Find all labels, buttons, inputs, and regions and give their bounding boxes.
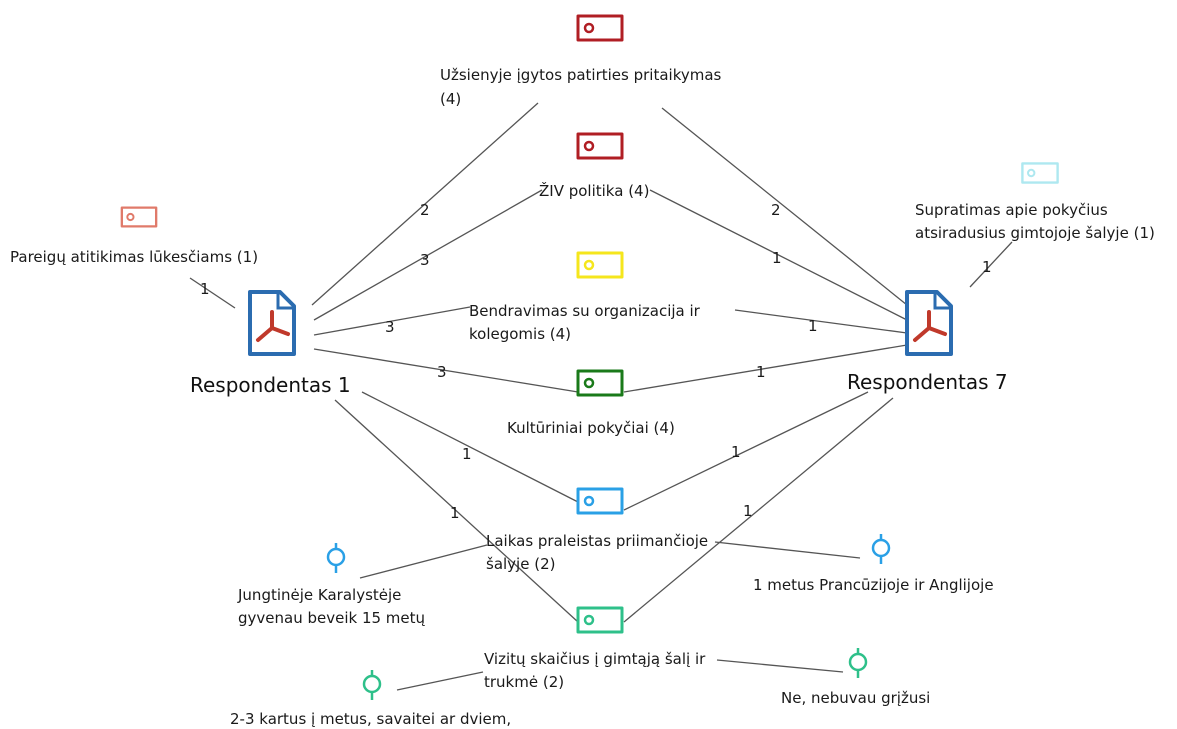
document-resp7[interactable]: Respondentas 7 (847, 290, 1008, 394)
code-label-vizitu[interactable]: Vizitų skaičius į gimtąją šalį ir (484, 650, 706, 668)
weight-resp1-ziv: 3 (420, 251, 430, 269)
edge-resp1-ziv (313, 189, 543, 321)
code-tag-icon[interactable] (576, 487, 624, 515)
case-pin-icon (848, 648, 868, 678)
edge-resp7-kulturiniai (623, 344, 908, 393)
edge-vizitu-kartus (396, 671, 484, 691)
code-label-supratimas-2: atsiradusius gimtojoje šalyje (1) (915, 224, 1155, 242)
edge-resp1-kulturiniai (313, 348, 579, 393)
code-tag-icon[interactable] (576, 132, 624, 160)
code-tag-icon[interactable] (1021, 162, 1059, 184)
code-label-uzsienyje[interactable]: Užsienyje įgytos patirties pritaikymas (440, 66, 722, 84)
code-label-bendravimas-2: kolegomis (4) (469, 325, 571, 343)
code-label-laikas-2: šalyje (2) (486, 555, 555, 573)
case-metus[interactable]: 1 metus Prancūzijoje ir Anglijoje (753, 534, 994, 594)
code-tag-icon[interactable] (576, 251, 624, 279)
document-label-resp7: Respondentas 7 (847, 370, 1008, 394)
code-label-ziv[interactable]: ŽIV politika (4) (539, 181, 649, 200)
edge-resp7-uzsienyje (661, 107, 908, 306)
code-tag-icon[interactable] (576, 369, 624, 397)
edge-resp7-vizitu (623, 397, 894, 623)
edge-laikas-metus (714, 541, 861, 559)
code-label-bendravimas[interactable]: Bendravimas su organizacija ir (469, 302, 701, 320)
edge-resp7-ziv (649, 189, 908, 321)
weight-resp7-bendravimas: 1 (808, 317, 818, 335)
case-pin-icon (871, 534, 891, 564)
pdf-document-icon (905, 290, 953, 356)
code-label-vizitu-2: trukmė (2) (484, 673, 564, 691)
edge-resp1-pareigu (189, 277, 236, 309)
weight-resp7-uzsienyje: 2 (771, 201, 781, 219)
case-jungtineje[interactable]: Jungtinėje Karalystėje gyvenau beveik 15… (237, 543, 426, 627)
case-label-ne: Ne, nebuvau grįžusi (781, 689, 930, 707)
weight-resp1-bendravimas: 3 (385, 318, 395, 336)
case-kartus[interactable]: 2-3 kartus į metus, savaitei ar dviem, (230, 670, 511, 728)
weight-resp7-laikas: 1 (731, 443, 741, 461)
case-label-metus: 1 metus Prancūzijoje ir Anglijoje (753, 576, 994, 594)
case-label-kartus: 2-3 kartus į metus, savaitei ar dviem, (230, 710, 511, 728)
edge-resp7-supratimas (969, 241, 1013, 288)
code-label-kulturiniai[interactable]: Kultūriniai pokyčiai (4) (507, 419, 675, 437)
case-pin-icon (326, 543, 346, 573)
edge-resp1-bendravimas (313, 306, 471, 336)
weight-resp7-supratimas: 1 (982, 258, 992, 276)
code-tag-icon[interactable] (120, 206, 158, 228)
code-label-pareigu[interactable]: Pareigų atitikimas lūkesčiams (1) (10, 248, 258, 266)
pdf-document-icon (248, 290, 296, 356)
case-ne[interactable]: Ne, nebuvau grįžusi (781, 648, 930, 707)
weight-resp7-kulturiniai: 1 (756, 363, 766, 381)
code-label-uzsienyje-count: (4) (440, 90, 461, 108)
code-label-laikas[interactable]: Laikas praleistas priimančioje (486, 532, 708, 550)
weight-resp1-laikas: 1 (462, 445, 472, 463)
document-resp1[interactable]: Respondentas 1 (190, 290, 351, 397)
edge-weights: 2 2 3 1 3 1 3 1 1 1 1 1 1 1 (200, 201, 992, 522)
code-label-supratimas[interactable]: Supratimas apie pokyčius (915, 201, 1108, 219)
weight-resp1-uzsienyje: 2 (420, 201, 430, 219)
case-label-jungtineje-2: gyvenau beveik 15 metų (238, 609, 426, 627)
edge-resp7-laikas (623, 391, 869, 511)
weight-resp7-vizitu: 1 (743, 502, 753, 520)
edge-resp1-uzsienyje (311, 102, 539, 306)
weight-resp1-vizitu: 1 (450, 504, 460, 522)
edge-vizitu-ne (716, 659, 844, 673)
edges (189, 102, 1013, 691)
edge-resp7-bendravimas (734, 309, 908, 334)
weight-resp1-pareigu: 1 (200, 280, 210, 298)
case-pin-icon (362, 670, 382, 700)
code-labels: Užsienyje įgytos patirties pritaikymas (… (10, 66, 1155, 691)
edge-resp1-laikas (361, 391, 579, 503)
code-tag-icon[interactable] (576, 14, 624, 42)
case-label-jungtineje: Jungtinėje Karalystėje (237, 586, 401, 604)
code-tag-icon[interactable] (576, 606, 624, 634)
weight-resp7-ziv: 1 (772, 249, 782, 267)
edge-resp1-vizitu (334, 399, 579, 623)
weight-resp1-kulturiniai: 3 (437, 363, 447, 381)
document-label-resp1: Respondentas 1 (190, 373, 351, 397)
edge-laikas-jungtineje (359, 544, 488, 579)
